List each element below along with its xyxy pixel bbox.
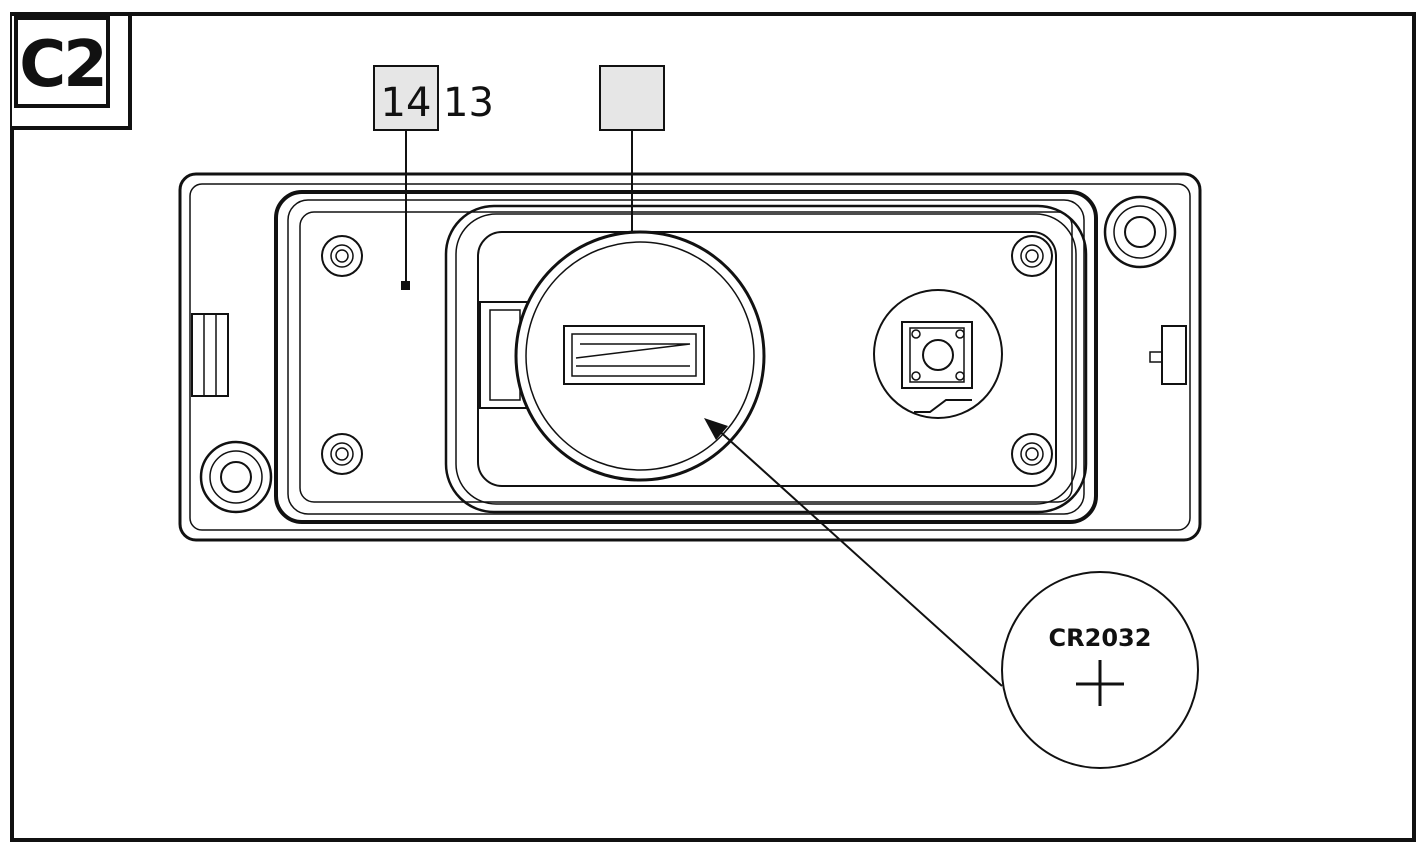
battery-model: CR2032 <box>1049 624 1152 652</box>
battery-leader-arrow <box>704 418 1003 687</box>
step-label-box: C2 <box>12 12 132 130</box>
plus-icon <box>1076 660 1124 706</box>
diagram-frame <box>10 12 1416 842</box>
battery-detail: CR2032 + <box>1001 571 1199 769</box>
push-button-switch <box>873 289 1003 419</box>
pcb-screws <box>321 235 1053 475</box>
mounting-holes <box>199 195 1177 514</box>
gasket-frame <box>444 204 1088 514</box>
battery-holder <box>479 230 766 482</box>
callout-part-14: 14 13 <box>373 65 494 290</box>
step-label: C2 <box>19 28 105 102</box>
device-housing <box>178 172 1202 542</box>
callout-number: 14 <box>381 80 432 126</box>
callout-extra-number: 13 <box>443 80 494 126</box>
